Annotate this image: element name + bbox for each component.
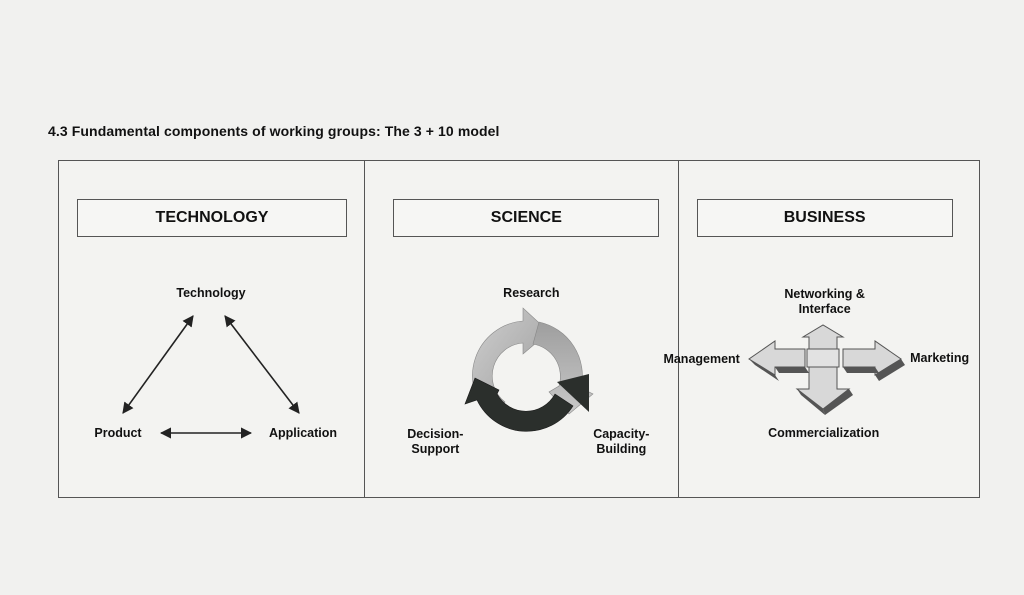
node-networking-line1: Networking &	[784, 287, 865, 301]
node-research: Research	[503, 286, 560, 300]
node-capacity-building-line2: Building	[596, 442, 647, 456]
four-way-arrow-hub	[747, 324, 905, 415]
cycle-arrow-dark-head	[557, 374, 590, 412]
figure-caption: 4.3 Fundamental components of working gr…	[48, 123, 500, 139]
node-application: Application	[268, 426, 338, 440]
science-cycle-diagram	[464, 307, 594, 432]
cycle-arrow-capacity-to-decision	[464, 377, 574, 432]
technology-application-arrow	[224, 315, 300, 414]
science-title: SCIENCE	[393, 199, 660, 237]
node-commercialization: Commercialization	[768, 426, 880, 440]
node-decision-support-line2: Support	[411, 442, 460, 456]
node-networking-interface: Networking & Interface	[773, 287, 877, 317]
node-technology: Technology	[176, 286, 246, 300]
node-networking-line2: Interface	[798, 302, 851, 316]
model-frame: TECHNOLOGY Technology Product Applicatio…	[58, 160, 980, 498]
business-panel: BUSINESS Networking &	[663, 161, 979, 497]
node-decision-support: Decision- Support	[395, 427, 475, 457]
hub-center	[806, 348, 840, 368]
business-hub-diagram	[747, 324, 905, 415]
technology-triangle-diagram	[122, 315, 300, 439]
technology-title: TECHNOLOGY	[77, 199, 347, 237]
technology-panel: TECHNOLOGY Technology Product Applicatio…	[59, 161, 364, 497]
node-management: Management	[663, 352, 740, 366]
node-decision-support-line1: Decision-	[407, 427, 464, 441]
business-title: BUSINESS	[696, 199, 953, 237]
node-capacity-building: Capacity- Building	[579, 427, 663, 457]
node-marketing: Marketing	[910, 351, 970, 365]
technology-product-arrow	[122, 315, 194, 414]
hub-arrow-up	[800, 324, 845, 352]
node-capacity-building-line1: Capacity-	[593, 427, 650, 441]
science-panel: SCIENCE Researc	[364, 161, 677, 497]
node-product: Product	[94, 426, 142, 440]
